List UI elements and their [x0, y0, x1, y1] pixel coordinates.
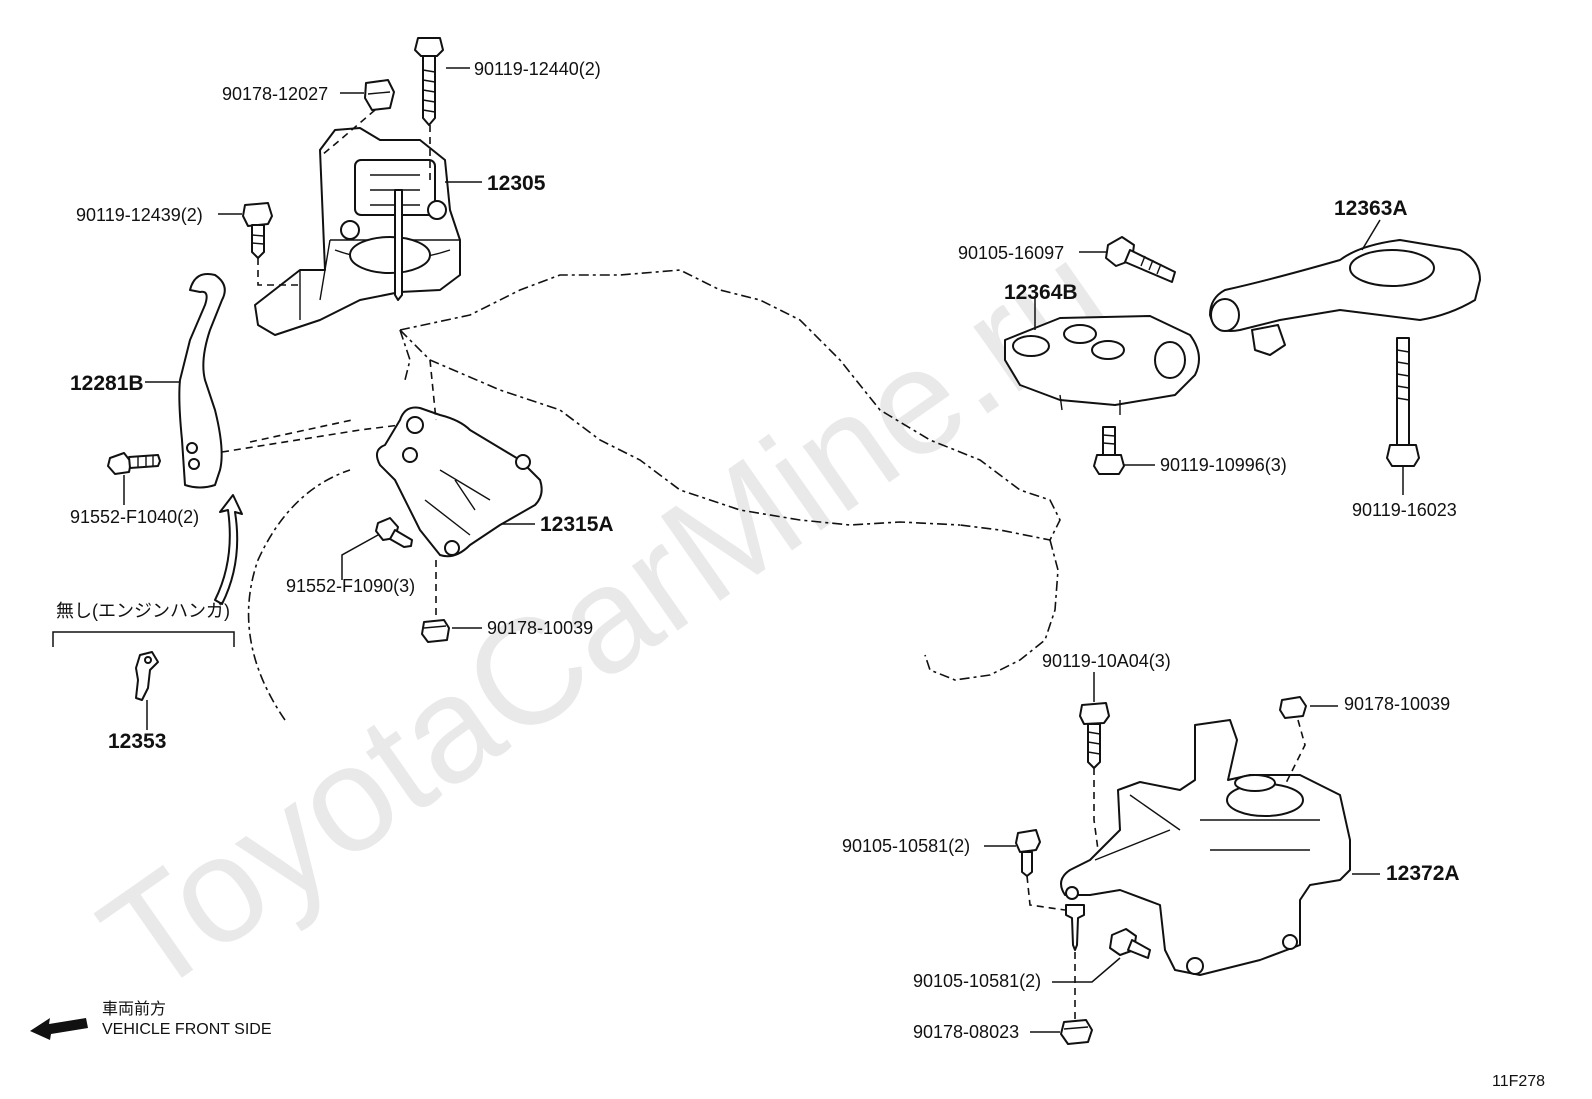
label-90105-10581-lower: 90105-10581(2): [913, 971, 1041, 991]
label-12364B: 12364B: [1004, 281, 1078, 304]
bolt-90119-12439[interactable]: [242, 202, 273, 259]
front-arrow-icon: [30, 1018, 88, 1040]
transmission-mount-bracket-12372A[interactable]: [1060, 719, 1351, 976]
engine-outline: [247, 269, 1061, 721]
label-12281B: 12281B: [70, 372, 144, 395]
torque-rod-12363A[interactable]: [1209, 239, 1481, 356]
note-without-engine-hanger: 無し(エンジンハンガ): [56, 601, 230, 621]
label-12315A: 12315A: [540, 513, 614, 536]
bolt-90105-10581-lower[interactable]: [1109, 928, 1151, 959]
label-90119-16023: 90119-16023: [1352, 500, 1457, 520]
vehicle-front-indicator: 車両前方 VEHICLE FRONT SIDE: [30, 1000, 272, 1040]
nut-90178-10039-left[interactable]: [421, 619, 450, 643]
front-side-japanese: 車両前方: [102, 1000, 166, 1018]
label-90119-10A04: 90119-10A04(3): [1042, 651, 1171, 671]
label-90105-10581-upper: 90105-10581(2): [842, 836, 970, 856]
part-12353[interactable]: [135, 651, 159, 701]
label-90178-10039-left: 90178-10039: [487, 618, 593, 638]
label-91552-F1040: 91552-F1040(2): [70, 507, 199, 527]
front-side-english: VEHICLE FRONT SIDE: [102, 1021, 272, 1038]
engine-mount-insulator-12305[interactable]: [254, 127, 461, 336]
nut-90178-12027[interactable]: [364, 79, 395, 111]
label-90119-12440: 90119-12440(2): [474, 59, 601, 79]
part-labels: 90119-12440(2) 90178-12027 12305 90119-1…: [56, 59, 1460, 1042]
label-12305: 12305: [487, 172, 546, 195]
label-90105-16097: 90105-16097: [958, 243, 1064, 263]
bolt-90119-16023[interactable]: [1386, 337, 1420, 467]
bolt-91552-F1090[interactable]: [375, 517, 413, 548]
figure-code: 11F278: [1492, 1073, 1545, 1090]
label-12372A: 12372A: [1386, 862, 1460, 885]
label-90178-12027: 90178-12027: [222, 84, 328, 104]
engine-hanger-12281B[interactable]: [178, 273, 226, 489]
engine-mounting-bracket-12315A[interactable]: [375, 406, 543, 558]
nut-90178-08023[interactable]: [1060, 1019, 1093, 1045]
label-91552-F1090: 91552-F1090(3): [286, 576, 415, 596]
watermark: ToyotaCarMine.ru: [72, 210, 1138, 1027]
bolt-90119-10A04[interactable]: [1079, 702, 1110, 769]
leader-lines: [123, 67, 1381, 1033]
label-12353: 12353: [108, 730, 166, 753]
bolt-90105-16097[interactable]: [1105, 236, 1176, 283]
nut-90178-10039-right[interactable]: [1279, 696, 1307, 719]
label-90178-10039-right: 90178-10039: [1344, 694, 1450, 714]
bolt-90119-10996[interactable]: [1093, 426, 1125, 475]
label-90119-10996: 90119-10996(3): [1160, 455, 1287, 475]
bolt-91552-F1040[interactable]: [107, 452, 161, 475]
bolt-90119-12440[interactable]: [414, 37, 444, 126]
bracket-12364B[interactable]: [1004, 315, 1200, 415]
label-90119-12439: 90119-12439(2): [76, 205, 203, 225]
label-90178-08023: 90178-08023: [913, 1022, 1019, 1042]
label-12363A: 12363A: [1334, 197, 1408, 220]
bolt-90105-10581-upper[interactable]: [1015, 829, 1041, 877]
